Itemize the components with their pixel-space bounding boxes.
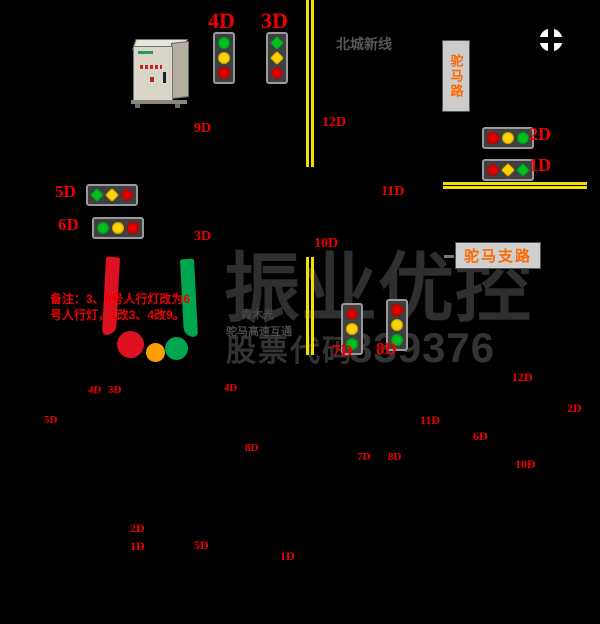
cabinet-front-face (133, 46, 173, 102)
red-arrow-lamp (485, 162, 501, 178)
traffic-light-label-2d: 2D (529, 124, 551, 144)
road-sign-vertical: 驼马路 (442, 40, 470, 112)
map-label-north-road: 北城新线 (336, 36, 392, 52)
d-label: 10D (314, 236, 339, 251)
cabinet-red-label (140, 65, 162, 69)
red-lamp (127, 222, 139, 234)
watermark-stock-number: 839376 (349, 324, 496, 371)
red-arrow-lamp (119, 187, 135, 203)
traffic-light-label-5d: 5D (55, 182, 76, 201)
note-line-2: 号人行灯，1改3、4改9。 (50, 308, 185, 322)
traffic-light-label-7d: 7D (332, 341, 353, 360)
d-label: 10D (515, 457, 536, 471)
traffic-light-label-3d: 3D (261, 8, 288, 33)
cabinet-side-face (171, 41, 189, 99)
d-label: 1D (280, 549, 295, 563)
yellow-arrow-lamp (500, 162, 516, 178)
cabinet-red-dot (150, 77, 154, 82)
traffic-light-2d (482, 127, 534, 149)
d-label: 4D (88, 384, 102, 396)
red-arrow-lamp (344, 306, 360, 322)
cabinet-base (131, 100, 187, 104)
yellow-lamp (218, 52, 230, 64)
yellow-lamp (391, 319, 403, 331)
green-lamp (517, 132, 529, 144)
yellow-lamp (112, 222, 124, 234)
traffic-light-4d (213, 32, 235, 84)
yellow-lamp (502, 132, 514, 144)
green-arrow-lamp (89, 187, 105, 203)
road-centerline-north (306, 0, 314, 167)
d-label: 8D (388, 451, 402, 463)
traffic-light-8d (386, 299, 408, 351)
logo-red-ball (117, 331, 144, 358)
yellow-lamp (346, 323, 358, 335)
d-label: 2D (130, 521, 145, 535)
compass-icon (537, 26, 565, 59)
traffic-light-6d (92, 217, 144, 239)
road-sign-branch-text: 驼马支路 (463, 248, 532, 265)
road-centerline-south (306, 257, 314, 355)
d-label: 12D (322, 115, 347, 130)
cabinet-handle (163, 72, 166, 83)
signal-cabinet-icon (131, 36, 189, 108)
d-label: 5D (194, 538, 209, 552)
traffic-light-label-8d: 8D (376, 339, 397, 358)
traffic-light-5d (86, 184, 138, 206)
green-lamp (346, 338, 358, 350)
d-label: 6D (473, 429, 488, 443)
d-label: 3D (108, 384, 122, 396)
traffic-light-label-4d: 4D (208, 8, 235, 33)
red-lamp (487, 132, 499, 144)
road-sign-vertical-text: 驼马路 (448, 53, 464, 99)
map-label-interchange: 驼马高速互通 (226, 326, 292, 338)
green-lamp (218, 37, 230, 49)
green-lamp (97, 222, 109, 234)
cabinet-green-label (138, 51, 153, 54)
traffic-light-1d (482, 159, 534, 181)
d-label: 5D (44, 414, 58, 426)
green-arrow-lamp (515, 162, 531, 178)
logo-green-ball (165, 337, 188, 360)
d-label: 11D (420, 413, 441, 427)
yellow-arrow-lamp (104, 187, 120, 203)
note-line-1: 备注：3、9号人行灯改为6 (50, 292, 191, 306)
d-label: 1D (130, 539, 145, 553)
traffic-light-7d (341, 303, 363, 355)
d-label: 2D (567, 401, 582, 415)
traffic-light-3d (266, 32, 288, 84)
d-label: 3D (194, 229, 212, 244)
d-label: 11D (381, 184, 405, 199)
red-arrow-lamp (269, 65, 285, 81)
d-label: 4D (224, 382, 238, 394)
yellow-arrow-lamp (269, 50, 285, 66)
logo-orange-ball (146, 343, 165, 362)
red-lamp (391, 304, 403, 316)
traffic-light-label-1d: 1D (529, 155, 551, 175)
sign-tick (444, 255, 454, 258)
green-arrow-lamp (269, 35, 285, 51)
d-label: 12D (512, 370, 533, 384)
watermark-stock-prefix: 股票代码 (226, 335, 354, 368)
cabinet-leg (135, 104, 140, 108)
road-sign-branch: 驼马支路 (455, 242, 541, 269)
cabinet-leg (175, 104, 180, 108)
red-lamp (218, 67, 230, 79)
d-label: 8D (245, 442, 259, 454)
traffic-light-label-6d: 6D (58, 215, 79, 234)
d-label: 7D (357, 451, 371, 463)
road-centerline-east (443, 182, 587, 189)
d-label: 9D (194, 121, 212, 136)
map-label-small-place: 青木光 (241, 309, 274, 321)
green-lamp (391, 334, 403, 346)
